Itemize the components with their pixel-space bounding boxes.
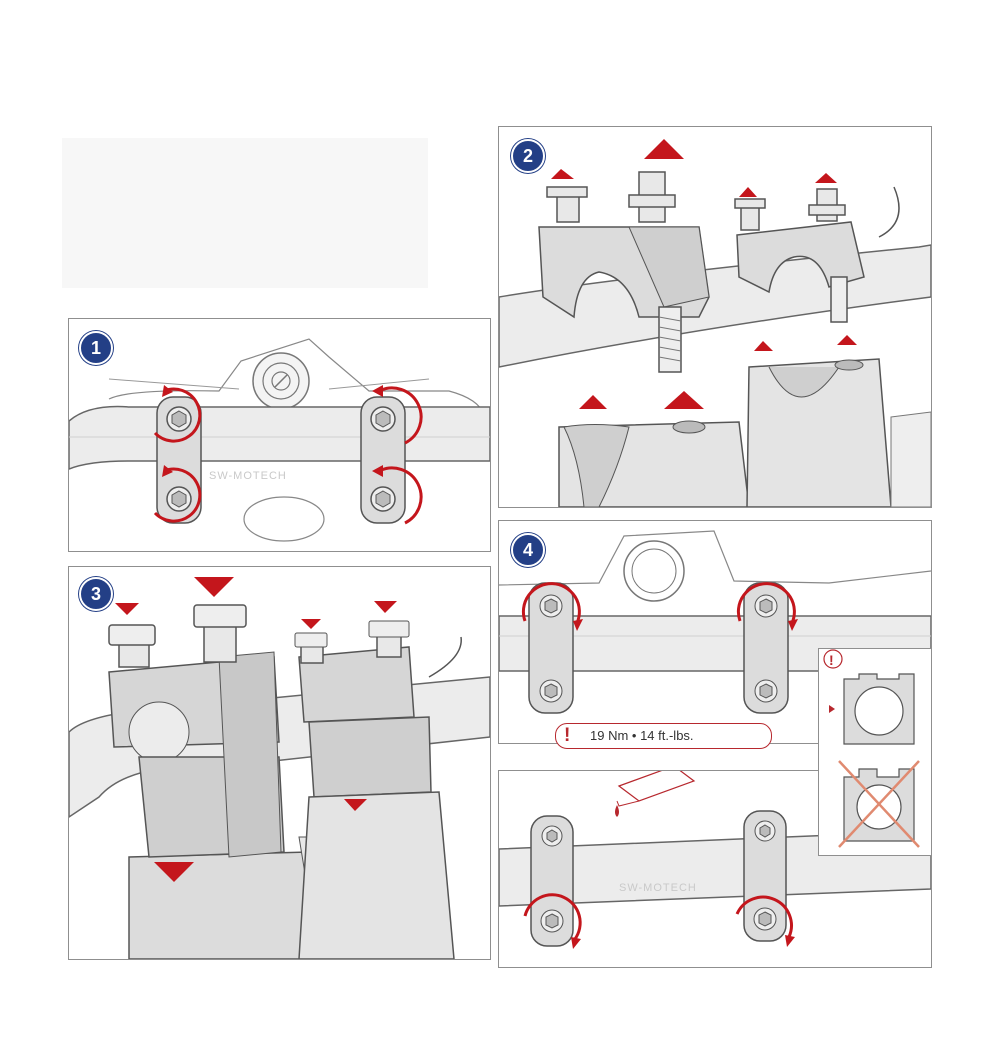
left-clamp-final	[523, 815, 582, 949]
step-3-illustration	[69, 577, 490, 959]
clamp-orientation-panel: !	[818, 648, 932, 856]
press-arrows	[115, 577, 397, 882]
step-2-illustration	[499, 139, 931, 507]
right-riser-top	[734, 188, 865, 323]
right-clamp-torqued	[736, 582, 798, 714]
clamp-correct	[843, 673, 915, 745]
left-clamp-torqued	[521, 582, 583, 714]
clamp-incorrect	[838, 760, 920, 848]
right-clamp-final	[735, 810, 795, 947]
step-4-illustration	[499, 530, 931, 714]
step-3-panel: 3	[68, 566, 491, 960]
step-1-panel: SW-MOTECH 1	[68, 318, 491, 552]
step-1-badge: 1	[79, 331, 113, 365]
torque-spec-text: 19 Nm • 14 ft.-lbs.	[590, 728, 694, 743]
threadlocker-bottle-icon	[615, 771, 696, 817]
step-1-illustration: SW-MOTECH	[69, 338, 490, 542]
clamp-orientation-illustration: !	[823, 649, 920, 848]
left-riser-top	[538, 171, 710, 373]
torque-spec-label: ! 19 Nm • 14 ft.-lbs.	[555, 723, 772, 749]
right-clamp	[360, 385, 423, 525]
watermark-text-2: SW-MOTECH	[619, 882, 697, 894]
lift-arrows	[551, 139, 857, 409]
step-3-badge: 3	[79, 577, 113, 611]
left-riser	[108, 604, 285, 858]
watermark-text: SW-MOTECH	[209, 470, 287, 482]
step-4-badge: 4	[511, 533, 545, 567]
svg-text:!: !	[829, 652, 834, 668]
blank-area	[62, 138, 428, 288]
exclamation-icon: !	[564, 725, 571, 746]
step-2-badge: 2	[511, 139, 545, 173]
correct-arrow-icon	[829, 705, 835, 713]
riser-bases	[558, 358, 931, 507]
left-clamp	[153, 385, 202, 524]
step-4-panel: 4	[498, 520, 932, 744]
right-riser	[294, 620, 455, 959]
step-2-panel: 2	[498, 126, 932, 508]
